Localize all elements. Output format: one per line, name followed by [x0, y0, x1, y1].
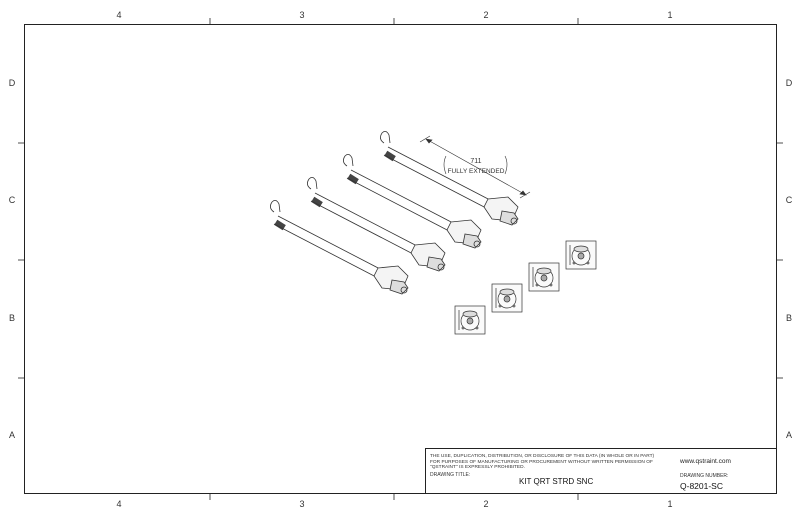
- floor-anchor-3: [528, 262, 560, 292]
- retractor-2: [307, 177, 446, 272]
- zone-row-b-left: B: [8, 313, 15, 323]
- drawing-title-label: DRAWING TITLE:: [430, 472, 471, 478]
- retractor-3: [343, 154, 482, 249]
- zone-ticks: [18, 18, 783, 500]
- title-block-notice: THE USE, DUPLICATION, DISTRIBUTION, OR D…: [430, 454, 655, 471]
- dimension-note: FULLY EXTENDED: [448, 168, 505, 175]
- drawing-title: KIT QRT STRD SNC: [519, 477, 594, 486]
- zone-row-d-right: D: [785, 78, 793, 88]
- zone-row-c-right: C: [785, 195, 793, 205]
- drawing-number: Q-8201-SC: [680, 481, 723, 491]
- zone-row-c-left: C: [8, 195, 16, 205]
- floor-anchor-2: [491, 283, 523, 313]
- zone-col-4-bottom: 4: [116, 499, 122, 509]
- zone-col-1-bottom: 1: [667, 499, 673, 509]
- zone-col-1-top: 1: [667, 10, 673, 20]
- floor-anchors: [454, 240, 597, 335]
- zone-col-2-bottom: 2: [483, 499, 489, 509]
- zone-col-2-top: 2: [483, 10, 489, 20]
- zone-row-b-right: B: [785, 313, 792, 323]
- company-website: www.qstraint.com: [680, 458, 731, 465]
- floor-anchor-1: [454, 305, 486, 335]
- floor-anchor-4: [565, 240, 597, 270]
- drawing-border: [24, 24, 777, 494]
- retractor-assemblies: [270, 131, 519, 295]
- zone-col-3-bottom: 3: [299, 499, 305, 509]
- zone-row-d-left: D: [8, 78, 16, 88]
- retractor-1: [270, 200, 409, 295]
- dimension-value: 711: [470, 158, 481, 165]
- hook: [270, 200, 281, 213]
- zone-row-a-left: A: [8, 430, 15, 440]
- dimension-line: [419, 135, 531, 199]
- title-block: [425, 448, 777, 494]
- zone-col-3-top: 3: [299, 10, 305, 20]
- zone-col-4-top: 4: [116, 10, 122, 20]
- zone-row-a-right: A: [785, 430, 792, 440]
- drawing-number-label: DRAWING NUMBER:: [680, 473, 729, 479]
- retractor-4: [380, 131, 519, 226]
